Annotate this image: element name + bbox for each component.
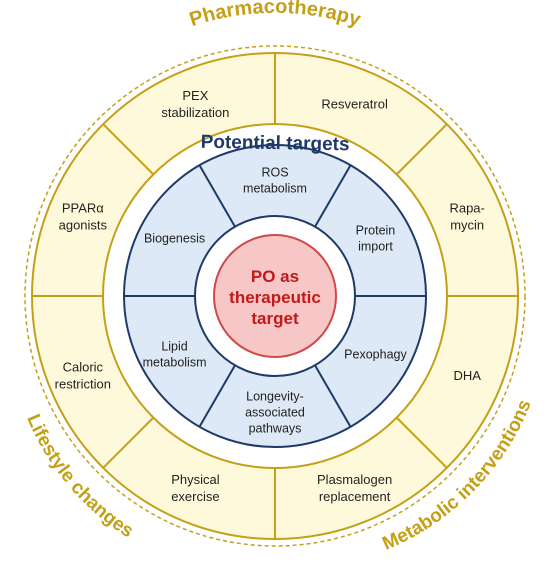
outer-divider	[102, 123, 155, 176]
outer-item-dha: DHA	[453, 368, 481, 383]
potential-targets-title: Potential targets	[200, 132, 349, 156]
inner-item-biogenesis: Biogenesis	[144, 232, 205, 246]
center-circle	[213, 234, 337, 358]
inner-ring-dividers	[124, 164, 426, 428]
inner-divider	[314, 364, 352, 428]
category-pharmacotherapy: Pharmacotherapy	[187, 0, 364, 31]
outer-item-rapamycin: Rapa-mycin	[449, 200, 484, 232]
outer-item-resveratrol: Resveratrol	[321, 96, 388, 111]
inner-divider	[198, 164, 236, 228]
inner-item-pexophagy: Pexophagy	[344, 348, 407, 362]
inner-divider	[314, 164, 352, 228]
outer-dashed-ring	[24, 45, 526, 547]
inner-divider	[198, 364, 236, 428]
outer-divider	[102, 416, 155, 469]
outer-divider	[395, 123, 448, 176]
outer-divider	[395, 416, 448, 469]
outer-ring-dividers	[32, 53, 518, 539]
